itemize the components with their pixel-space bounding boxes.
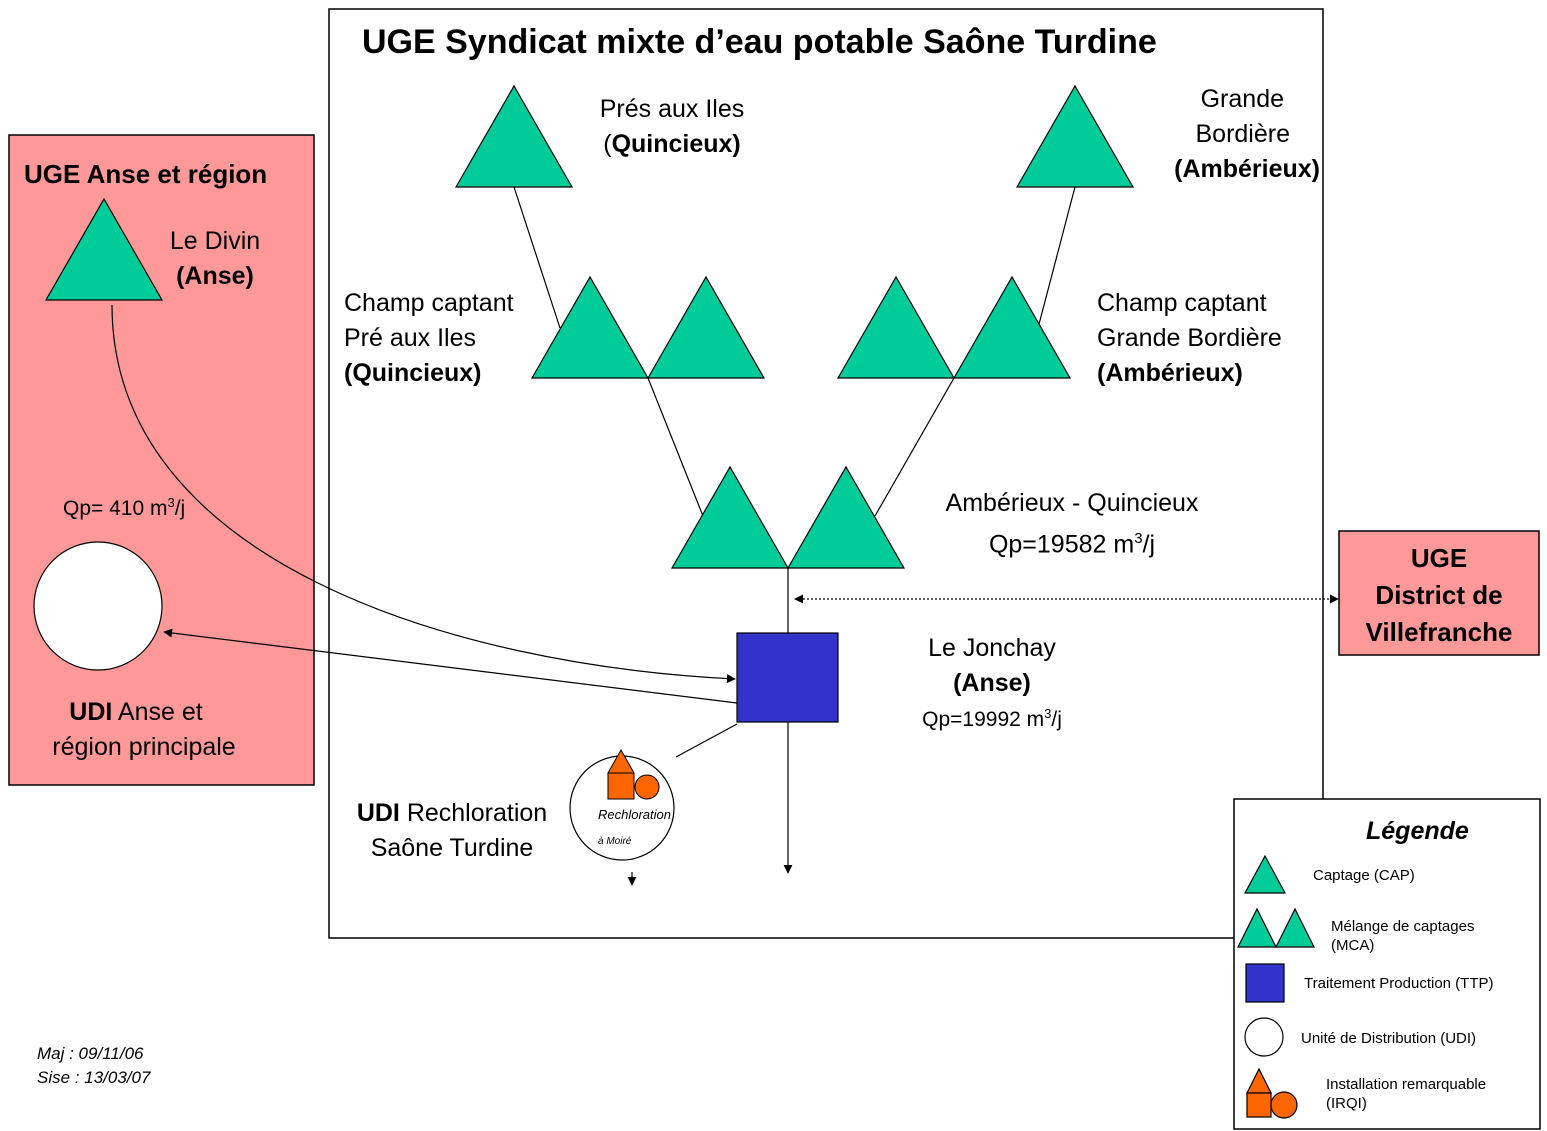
pres-aux-iles-commune: (Quincieux) [562,127,782,162]
champ-quincieux-line1: Champ captant [344,289,514,317]
udi-anse-udi: UDI [69,698,113,726]
legend-item-mca-line2: (MCA) [1331,937,1375,954]
link-pres-aux-iles-champ [513,186,561,329]
anse-qp: Qp= 410 m3/j [63,490,185,522]
le-jonchay-qp: Qp=19992 m3/j [867,701,1117,733]
mca-triangle-icon [670,465,790,569]
irqi-circle-icon [634,774,660,800]
udi-rechloration-line2: Saône Turdine [370,834,534,862]
label-udi-anse: UDI Anse et région principale [19,695,269,765]
link-grande-bordiere-champ [1037,186,1076,329]
grande-bordiere-line2: Bordière [1195,120,1291,148]
legend-item-mca: Mélange de captages (MCA) [1331,917,1474,955]
label-pres-aux-iles: Prés aux Iles (Quincieux) [562,92,782,162]
meta-sise: Sise : 13/03/07 [37,1068,151,1087]
label-amberieux-quincieux: Ambérieux - Quincieux Qp=19582 m3/j [912,486,1232,562]
legend-item-mca-line1: Mélange de captages [1331,918,1475,935]
rechloration-moire-label: Rechloration [598,807,671,822]
udi-anse-circle-icon [33,541,163,671]
champ-amberieux-commune: (Ambérieux) [1097,359,1243,387]
le-divin-commune: (Anse) [176,262,254,290]
label-grande-bordiere: Grande Bordière (Ambérieux) [1120,82,1320,187]
captage-triangle-icon [44,197,164,301]
udi-anse-rest: Anse et [112,698,203,726]
villefranche-line3: Villefranche [1365,617,1513,647]
amberieux-quincieux-name: Ambérieux - Quincieux [945,489,1199,517]
le-jonchay-qp-value: Qp=19992 m [922,708,1045,731]
pres-aux-iles-commune-bold: Quincieux) [611,130,741,158]
mca-triangle-icon [836,275,956,379]
legend-mca-triangle-icon [1237,907,1277,948]
mca-triangle-icon [952,275,1072,379]
udi-rechloration-udi: UDI [356,799,400,827]
captage-triangle-icon [1015,84,1135,188]
legend-item-captage: Captage (CAP) [1313,867,1415,884]
le-jonchay-qp-unit: /j [1051,708,1062,731]
udi-rechloration-rest: Rechloration [399,799,548,827]
le-divin-name: Le Divin [169,227,261,255]
uge-villefranche-label: UGE District de Villefranche [1339,540,1539,651]
le-jonchay-name: Le Jonchay [928,634,1056,662]
legend-item-irqi-line2: (IRQI) [1326,1095,1367,1112]
link-le-divin-jonchay [111,304,736,684]
irqi-square-icon [607,772,635,800]
label-le-jonchay: Le Jonchay (Anse) Qp=19992 m3/j [867,631,1117,733]
mca-triangle-icon [786,465,906,569]
meta-maj: Maj : 09/11/06 [37,1044,144,1063]
legend-item-irqi-line1: Installation remarquable [1326,1076,1487,1093]
legend-udi-circle-icon [1244,1017,1284,1057]
villefranche-line1: UGE [1410,543,1468,573]
pres-aux-iles-name: Prés aux Iles [599,95,745,123]
anse-qp-unit: /j [174,497,186,520]
grande-bordiere-line1: Grande [1200,85,1284,113]
legend-box [1233,798,1541,1130]
label-le-divin: Le Divin (Anse) [150,224,280,294]
champ-quincieux-commune: (Quincieux) [344,359,482,387]
pres-aux-iles-paren: ( [603,130,612,158]
legend-ttp-square-icon [1245,963,1285,1003]
legend-title: Légende [1366,817,1469,845]
legend-irqi-circle-icon [1270,1091,1298,1119]
label-udi-rechloration: UDI Rechloration Saône Turdine [327,796,577,866]
uge-anse-panel [8,134,315,786]
label-champ-amberieux: Champ captant Grande Bordière (Ambérieux… [1097,286,1282,391]
champ-quincieux-line2: Pré aux Iles [344,324,477,352]
legend-item-udi: Unité de Distribution (UDI) [1301,1030,1477,1047]
legend-mca-triangle-icon [1275,907,1315,948]
uge-villefranche-box [1338,530,1540,656]
grande-bordiere-commune: (Ambérieux) [1174,155,1320,183]
udi-anse-line1: UDI Anse et [19,695,269,730]
link-champ-amberieux-melange [874,377,955,517]
legend-captage-triangle-icon [1243,854,1287,894]
anse-qp-exp: 3 [167,495,175,510]
rechloration-moire-sublabel: à Moiré [598,836,632,847]
legend-irqi-square-icon [1246,1092,1272,1118]
link-champ-quincieux-melange [647,377,704,517]
anse-qp-value: Qp= 410 m [63,497,168,520]
udi-rechloration-line1: UDI Rechloration [327,796,577,831]
champ-amberieux-line2: Grande Bordière [1097,324,1282,352]
amberieux-quincieux-qp: Qp=19582 m3/j [912,521,1232,562]
ttp-square-icon [736,632,839,723]
udi-anse-line2: région principale [52,733,236,761]
amberieux-quincieux-qp-value: Qp=19582 m [988,530,1135,559]
uge-anse-title: UGE Anse et région [24,159,268,189]
le-jonchay-commune: (Anse) [953,669,1031,697]
captage-triangle-icon [454,84,574,188]
mca-triangle-icon [646,275,766,379]
legend-item-ttp: Traitement Production (TTP) [1304,975,1494,992]
le-jonchay-qp-exp: 3 [1044,706,1052,721]
label-champ-quincieux: Champ captant Pré aux Iles (Quincieux) [344,286,514,391]
amberieux-quincieux-qp-unit: /j [1142,530,1156,559]
champ-amberieux-line1: Champ captant [1097,289,1267,317]
irqi-triangle-icon [607,748,635,774]
mca-triangle-icon [530,275,650,379]
villefranche-line2: District de [1375,580,1503,610]
main-title: UGE Syndicat mixte d’eau potable Saône T… [362,23,1157,61]
link-jonchay-rechloration [675,723,738,758]
amberieux-quincieux-qp-exp: 3 [1134,530,1143,547]
link-jonchay-udi-anse [163,628,738,704]
legend-item-irqi: Installation remarquable (IRQI) [1326,1075,1486,1113]
